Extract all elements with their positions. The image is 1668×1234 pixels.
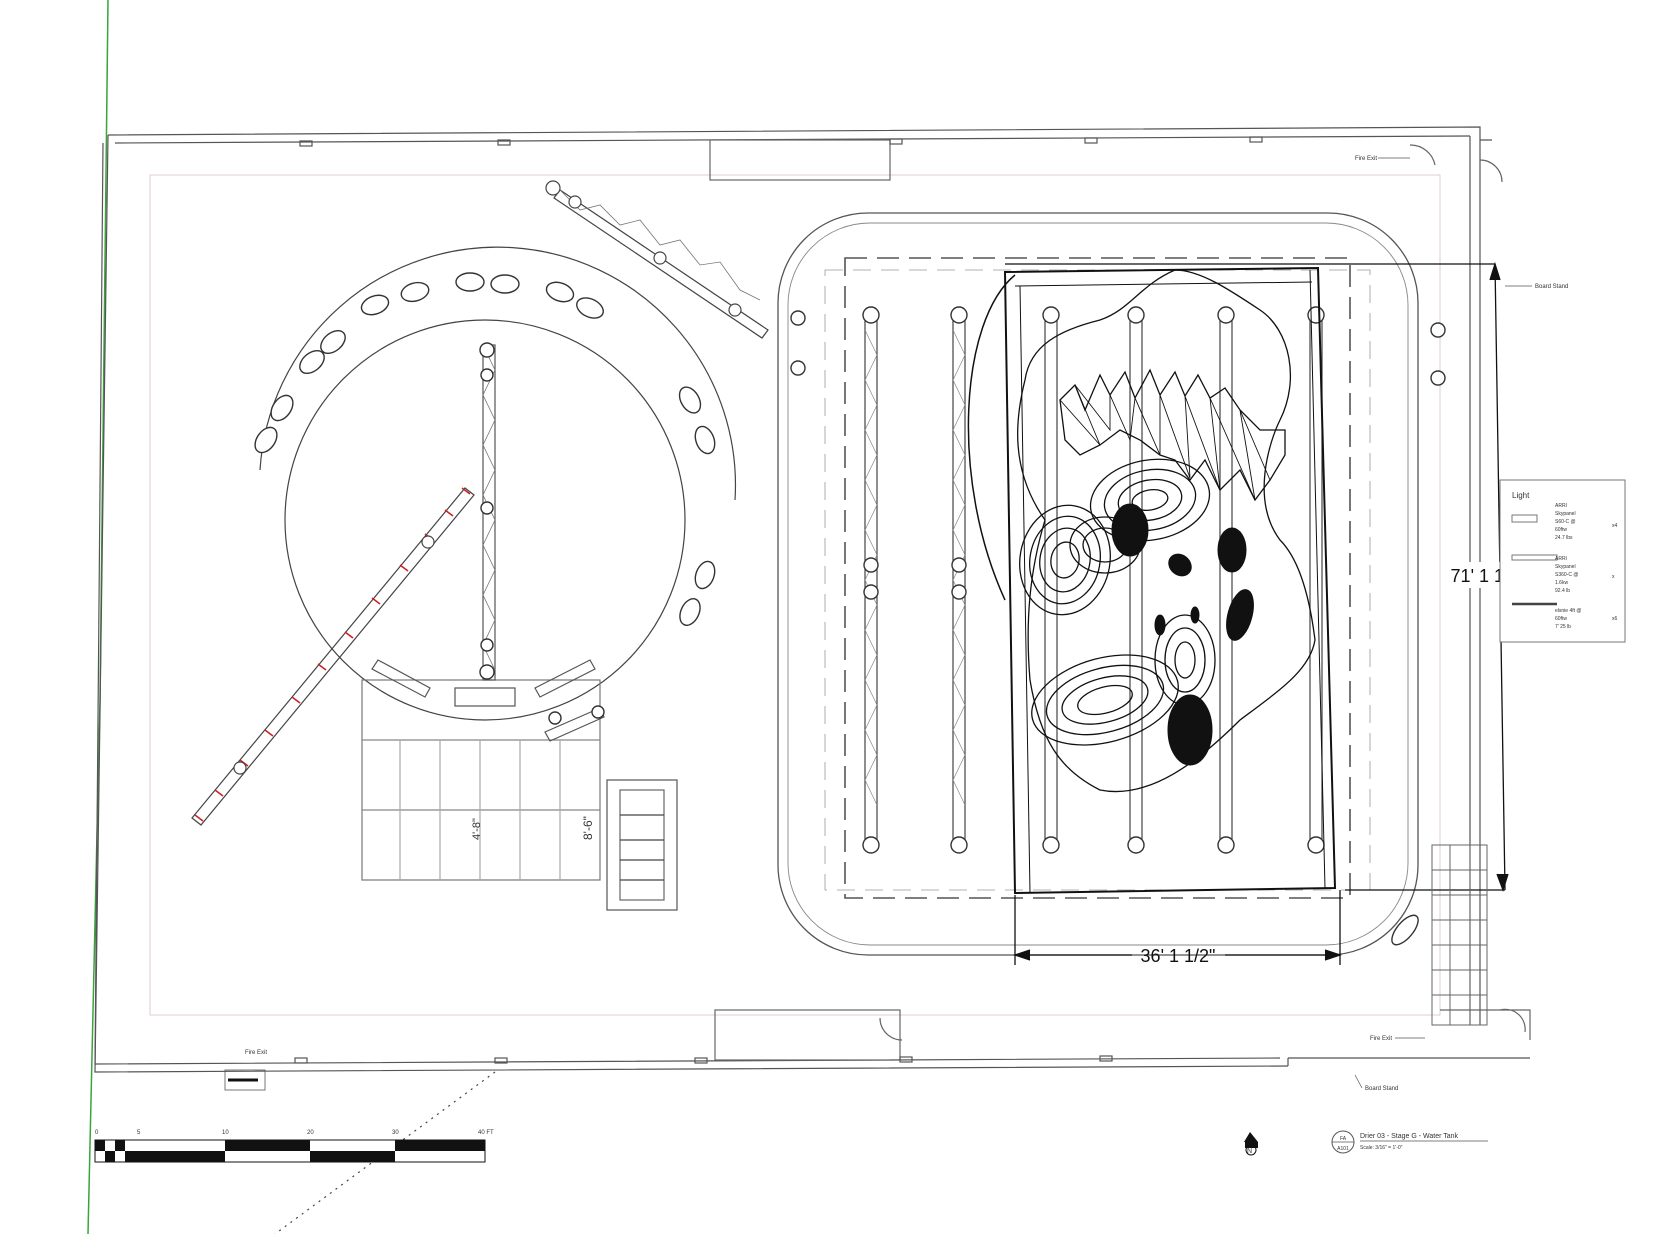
legend-item-3-line-2: 60ftw [1555, 616, 1567, 622]
north-arrow-letter: N [1247, 1148, 1252, 1155]
legend-item-1-line-3: S60-C @ [1555, 519, 1576, 525]
scale-tick-40ft: 40 FT [478, 1130, 494, 1136]
stage-dim-label-b: 8'-6" [581, 816, 595, 840]
scale-tick-10: 10 [222, 1130, 229, 1136]
scale-tick-5: 5 [137, 1130, 141, 1136]
scale-tick-20: 20 [307, 1130, 314, 1136]
legend-item-1-line-5: 24.7 lbs [1555, 535, 1573, 541]
legend-item-2-line-2: Skypanel [1555, 564, 1576, 570]
arc-fixtures [254, 272, 716, 725]
legend-item-3-line-1: elsnie 4ft @ [1555, 608, 1581, 614]
diagonal-truss-top [545, 180, 769, 339]
legend-item-2-line-5: 92.4 lb [1555, 588, 1570, 594]
terrain-contours [1017, 269, 1316, 793]
stage-dim-label-a: 4'-8" [471, 818, 483, 840]
diagonal-truss-red [191, 487, 475, 826]
scale-bar: 0 5 10 20 30 40 FT [94, 1130, 494, 1163]
set-platform [967, 266, 1337, 895]
dimension-lines [1005, 261, 1509, 965]
legend-item-1-line-4: 60ftw [1555, 527, 1567, 533]
fire-exit-label-left: Fire Exit [245, 1050, 267, 1056]
legend-item-2-line-3: S360-C @ [1555, 572, 1578, 578]
annotations: Fire Exit Board Stand Fire Exit Fire Exi… [224, 156, 1568, 1092]
tank-fixtures [790, 306, 1446, 946]
tank-trusses [864, 314, 1323, 846]
title-badge-bottom: A101 [1337, 1146, 1349, 1152]
legend-item-1-qty: x4 [1612, 523, 1618, 529]
board-stand-label-bottom: Board Stand [1365, 1086, 1398, 1092]
legend-item-2-line-4: 1.6kw [1555, 580, 1568, 586]
round-set [259, 246, 737, 911]
legend: Light ARRI Skypanel S60-C @ 60ftw 24.7 l… [1499, 479, 1626, 643]
north-arrow: N [1244, 1132, 1258, 1156]
legend-item-3-qty: x6 [1612, 616, 1618, 622]
legend-item-2-line-1: ARRI [1555, 556, 1567, 562]
title-block: FA A101 Drier 03 - Stage G - Water Tank … [1331, 1130, 1488, 1154]
fire-exit-label-top: Fire Exit [1355, 156, 1377, 162]
drawing-title: Drier 03 - Stage G - Water Tank [1360, 1133, 1459, 1140]
drawing-scale: Scale: 3/16" = 1'-0" [1360, 1145, 1403, 1151]
legend-title: Light [1512, 491, 1530, 500]
board-stand-label-top: Board Stand [1535, 284, 1568, 290]
fire-exit-label-right: Fire Exit [1370, 1036, 1392, 1042]
title-badge-top: FA [1340, 1136, 1347, 1142]
legend-item-2-qty: x [1612, 574, 1615, 580]
legend-item-1-line-2: Skypanel [1555, 511, 1576, 517]
trees [1111, 503, 1254, 766]
right-stairs [1431, 844, 1488, 1026]
width-dimension: 36' 1 1/2" [1141, 946, 1216, 966]
legend-item-3-line-3: 7' 25 lb [1555, 624, 1571, 630]
sheet-edge-line [87, 0, 109, 1234]
scale-tick-0: 0 [95, 1130, 99, 1136]
scale-tick-30: 30 [392, 1130, 399, 1136]
legend-item-1-line-1: ARRI [1555, 503, 1567, 509]
